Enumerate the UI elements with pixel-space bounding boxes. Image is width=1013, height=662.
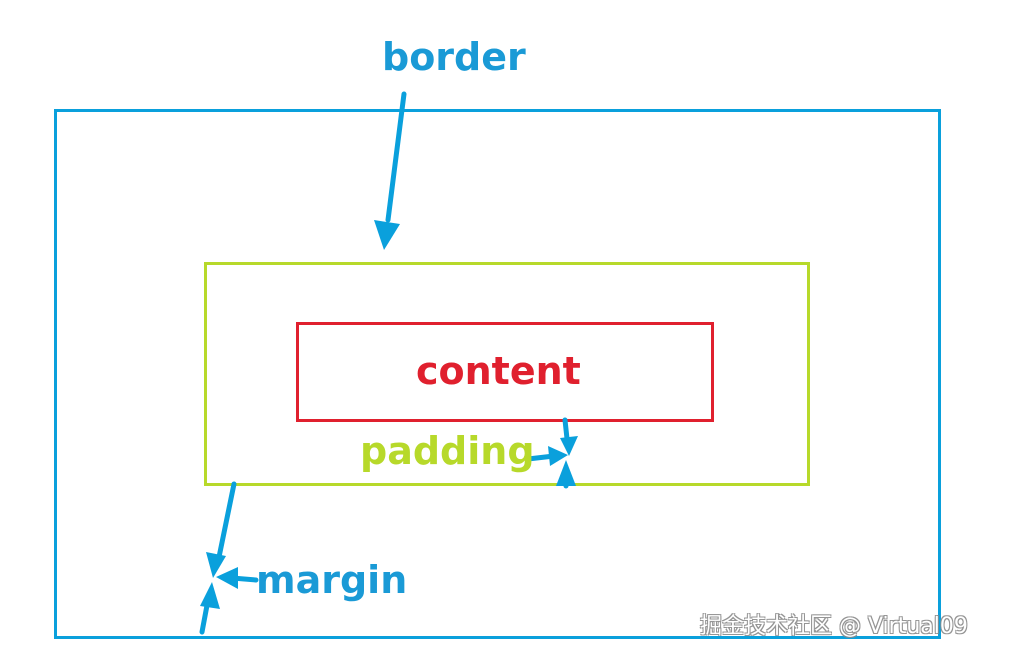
- content-box-outline: [296, 322, 714, 422]
- border-label: border: [382, 35, 526, 79]
- watermark-text: 掘金技术社区 @ Virtual09: [700, 614, 968, 639]
- margin-box-outline: [54, 109, 941, 639]
- margin-label: margin: [256, 558, 408, 602]
- content-label: content: [416, 349, 581, 393]
- padding-label: padding: [360, 429, 535, 473]
- padding-box-outline: [204, 262, 810, 486]
